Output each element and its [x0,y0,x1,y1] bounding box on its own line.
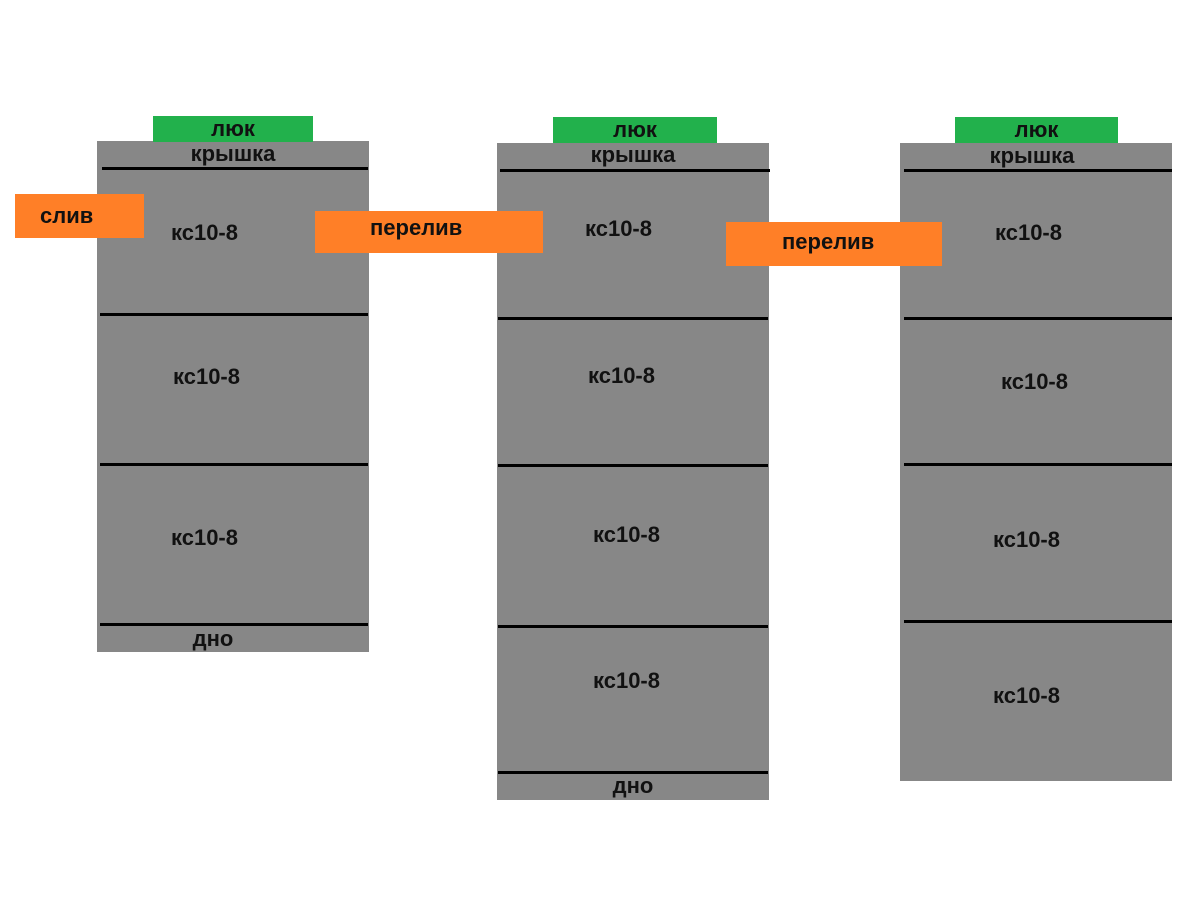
well-1-ring-3-label: кс10-8 [171,525,238,550]
well-2-divider [498,317,768,320]
well-1-ring-2-label: кс10-8 [173,364,240,389]
overflow-pipe-2: перелив [726,222,942,266]
well-2-lid-label: крышка [590,142,676,167]
well-2-divider [498,625,768,628]
drain-pipe-label: слив [40,203,94,228]
overflow-pipe-1: перелив [315,211,543,253]
well-1-ring-1-label: кс10-8 [171,220,238,245]
well-3-ring-4-label: кс10-8 [993,683,1060,708]
well-3-ring-1-label: кс10-8 [995,220,1062,245]
well-3-ring-2-label: кс10-8 [1001,369,1068,394]
well-2-bottom-label: дно [612,773,654,798]
well-3-divider [904,620,1172,623]
well-2-ring-1-label: кс10-8 [585,216,652,241]
well-1-divider [100,623,368,626]
well-1-divider [100,313,368,316]
well-2-divider [498,464,768,467]
well-2-divider [498,771,768,774]
well-2-hatch: люк [553,117,717,143]
well-3 [900,143,1172,781]
well-3-lid-label: крышка [989,143,1075,168]
well-1-bottom-label: дно [192,626,234,651]
drain-pipe: слив [15,194,144,238]
well-3-divider [904,463,1172,466]
well-2-ring-3-label: кс10-8 [593,522,660,547]
well-2-ring-2-label: кс10-8 [588,363,655,388]
well-1-divider [100,463,368,466]
well-3-divider [904,169,1172,172]
well-1-hatch: люк [153,116,313,142]
well-1-divider [102,167,368,170]
overflow-pipe-2-label: перелив [782,229,875,254]
well-3-divider [904,317,1172,320]
well-3-ring-3-label: кс10-8 [993,527,1060,552]
well-2-ring-4-label: кс10-8 [593,668,660,693]
well-3-hatch: люк [955,117,1118,143]
overflow-pipe-1-label: перелив [370,215,463,240]
well-1-lid-label: крышка [190,141,276,166]
well-2-divider [500,169,770,172]
